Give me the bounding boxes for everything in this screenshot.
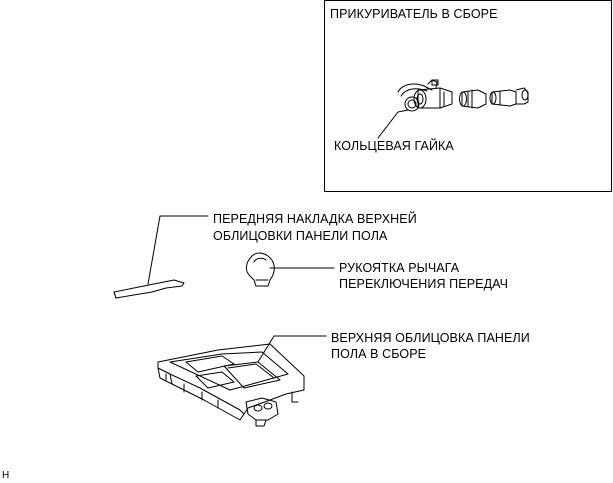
- front-trim-drawing: [113, 215, 209, 299]
- console-panel-label-line1: ВЕРХНЯЯ ОБЛИЦОВКА ПАНЕЛИ: [331, 331, 530, 345]
- shift-knob-drawing: [245, 252, 335, 287]
- front-trim-label-line1: ПЕРЕДНЯЯ НАКЛАДКА ВЕРХНЕЙ: [213, 212, 417, 226]
- ring-nut-label: КОЛЬЦЕВАЯ ГАЙКА: [334, 139, 454, 153]
- figure-code: H: [2, 470, 10, 481]
- shift-knob-label-line2: ПЕРЕКЛЮЧЕНИЯ ПЕРЕДАЧ: [339, 277, 509, 291]
- lighter-assembly-drawing: [377, 79, 529, 139]
- shift-knob-label-line1: РУКОЯТКА РЫЧАГА: [339, 261, 460, 275]
- console-panel-label-line2: ПОЛА В СБОРЕ: [331, 347, 427, 361]
- lighter-assembly-label: ПРИКУРИВАТЕЛЬ В СБОРЕ: [330, 7, 498, 21]
- lighter-inset-box: [324, 0, 612, 192]
- front-trim-label-line2: ОБЛИЦОВКИ ПАНЕЛИ ПОЛА: [213, 229, 388, 243]
- console-panel-drawing: [157, 335, 327, 427]
